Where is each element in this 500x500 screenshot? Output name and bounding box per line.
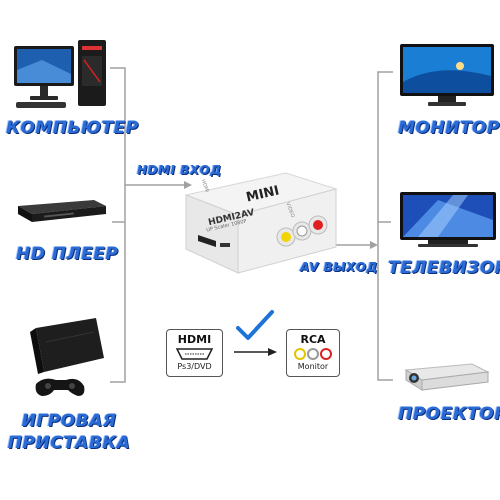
game-console-label-line2: ПРИСТАВКА	[7, 433, 131, 453]
adapter-image: MINI HDMI2AV UP Scaler 1080P HDMI VIDEO	[176, 165, 341, 280]
projector-label: ПРОЕКТОР	[398, 404, 500, 424]
hdmi-in-label: HDMI ВХОД	[137, 163, 222, 177]
computer-image	[12, 40, 112, 112]
tv-image	[398, 190, 498, 248]
legend-hdmi-box: HDMI Ps3/DVD	[166, 329, 223, 377]
legend-hdmi-title: HDMI	[177, 333, 212, 346]
projector-image	[402, 360, 492, 394]
legend-rca-title: RCA	[300, 333, 326, 346]
legend-rca-box: RCA Monitor	[286, 329, 340, 377]
legend-rca-sub: Monitor	[297, 362, 329, 371]
hd-player-label: HD ПЛЕЕР	[16, 244, 119, 264]
monitor-image	[398, 42, 496, 108]
hd-player-image	[14, 196, 108, 226]
legend-hdmi-sub: Ps3/DVD	[177, 362, 212, 371]
monitor-label: МОНИТОР	[398, 118, 500, 138]
tv-label: ТЕЛЕВИЗОР	[388, 258, 500, 278]
game-console-label: ИГРОВАЯ ПРИСТАВКА	[4, 410, 134, 454]
computer-label: КОМПЬЮТЕР	[6, 118, 139, 138]
game-console-image	[26, 318, 106, 400]
av-out-label: AV ВЫХОД	[300, 260, 378, 274]
game-console-label-line1: ИГРОВАЯ	[21, 411, 117, 431]
